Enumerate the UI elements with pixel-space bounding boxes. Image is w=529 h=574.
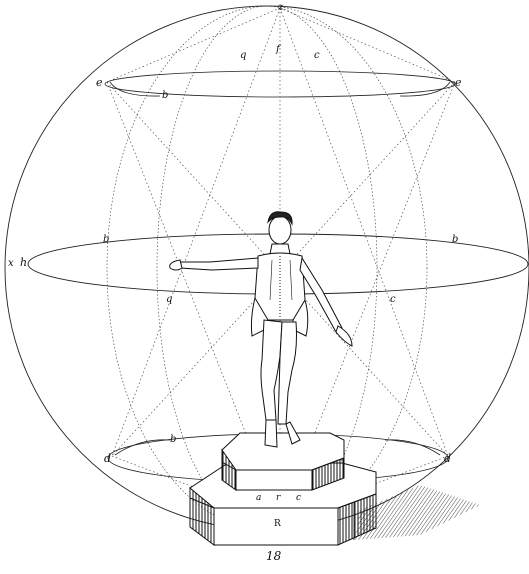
label-top-c: c [314,50,320,61]
figure-caption: 18 [266,549,282,563]
label-d-left: d [104,452,111,465]
label-h: h [20,256,27,269]
label-b-upper: b [162,90,168,101]
label-b-lower: b [170,434,176,445]
arc-upper-right [400,82,450,96]
label-base-r: r [276,493,281,503]
label-d-right: d [444,452,451,465]
label-x-axis: x [8,258,14,269]
label-e-left: e [96,76,103,89]
label-base-c: c [296,493,301,503]
label-top-f: f [275,44,282,55]
label-b-right: b [452,234,458,245]
label-e-right: e [455,76,462,89]
label-base-a: a [256,493,261,503]
label-top-q: q [240,50,246,61]
arc-upper-left [110,82,160,96]
label-c-mid: c [390,294,396,305]
label-pedestal: R [274,519,281,529]
label-q-mid: q [166,294,172,305]
upper-pedestal [222,433,344,490]
human-figure [170,212,352,447]
label-b-left: b [103,234,109,245]
arc-lower-left [115,440,170,455]
label-zenith: z [277,2,284,13]
